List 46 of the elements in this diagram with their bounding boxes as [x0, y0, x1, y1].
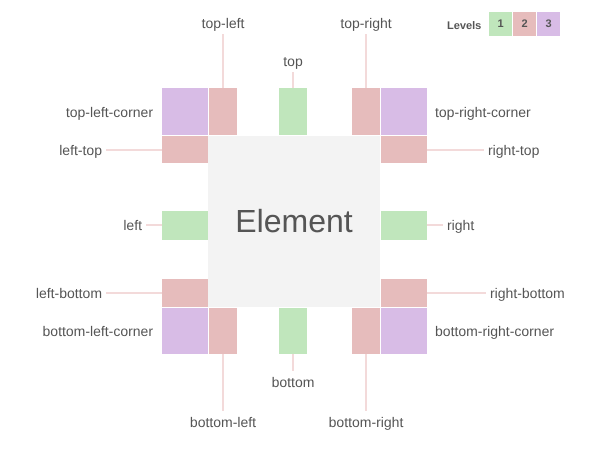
region-block — [209, 308, 237, 354]
position-label: right-bottom — [490, 284, 580, 302]
region-block — [352, 308, 380, 354]
position-label: left-bottom — [18, 284, 102, 302]
region-block — [162, 279, 208, 307]
region-block — [279, 308, 307, 354]
position-label: right — [447, 216, 487, 234]
position-label: left — [100, 216, 142, 234]
region-block — [279, 88, 307, 135]
leader-line — [146, 224, 162, 226]
region-block — [162, 136, 208, 163]
region-block — [381, 136, 427, 163]
element-label: Element — [235, 203, 353, 240]
region-block — [381, 211, 427, 240]
position-label: left-top — [30, 141, 102, 159]
region-block — [352, 88, 380, 135]
position-label: bottom — [258, 373, 328, 391]
position-label: top-right — [326, 14, 406, 32]
region-block — [162, 88, 208, 135]
leader-line — [292, 72, 294, 88]
position-label: bottom-left — [173, 413, 273, 431]
element-box — [208, 136, 380, 307]
region-block — [162, 211, 208, 240]
region-block — [381, 88, 427, 135]
leader-line — [222, 354, 224, 412]
corner-label: top-left-corner — [64, 103, 153, 121]
position-label: top-left — [193, 14, 253, 32]
region-block — [381, 308, 427, 354]
leader-line — [426, 224, 444, 226]
legend-swatch: 2 — [513, 12, 536, 36]
corner-label: top-right-corner — [435, 103, 532, 121]
region-block — [209, 88, 237, 135]
legend-swatch: 1 — [489, 12, 512, 36]
position-label: bottom-right — [316, 413, 416, 431]
position-label: top — [278, 52, 308, 70]
leader-line — [426, 292, 486, 294]
region-block — [381, 279, 427, 307]
leader-line — [292, 354, 294, 372]
position-label: right-top — [488, 141, 568, 159]
region-block — [162, 308, 208, 354]
leader-line — [106, 292, 162, 294]
corner-label: bottom-right-corner — [435, 322, 556, 340]
leader-line — [222, 34, 224, 88]
legend-title: Levels — [447, 19, 482, 34]
legend-swatch: 3 — [537, 12, 560, 36]
corner-label: bottom-left-corner — [42, 322, 153, 340]
